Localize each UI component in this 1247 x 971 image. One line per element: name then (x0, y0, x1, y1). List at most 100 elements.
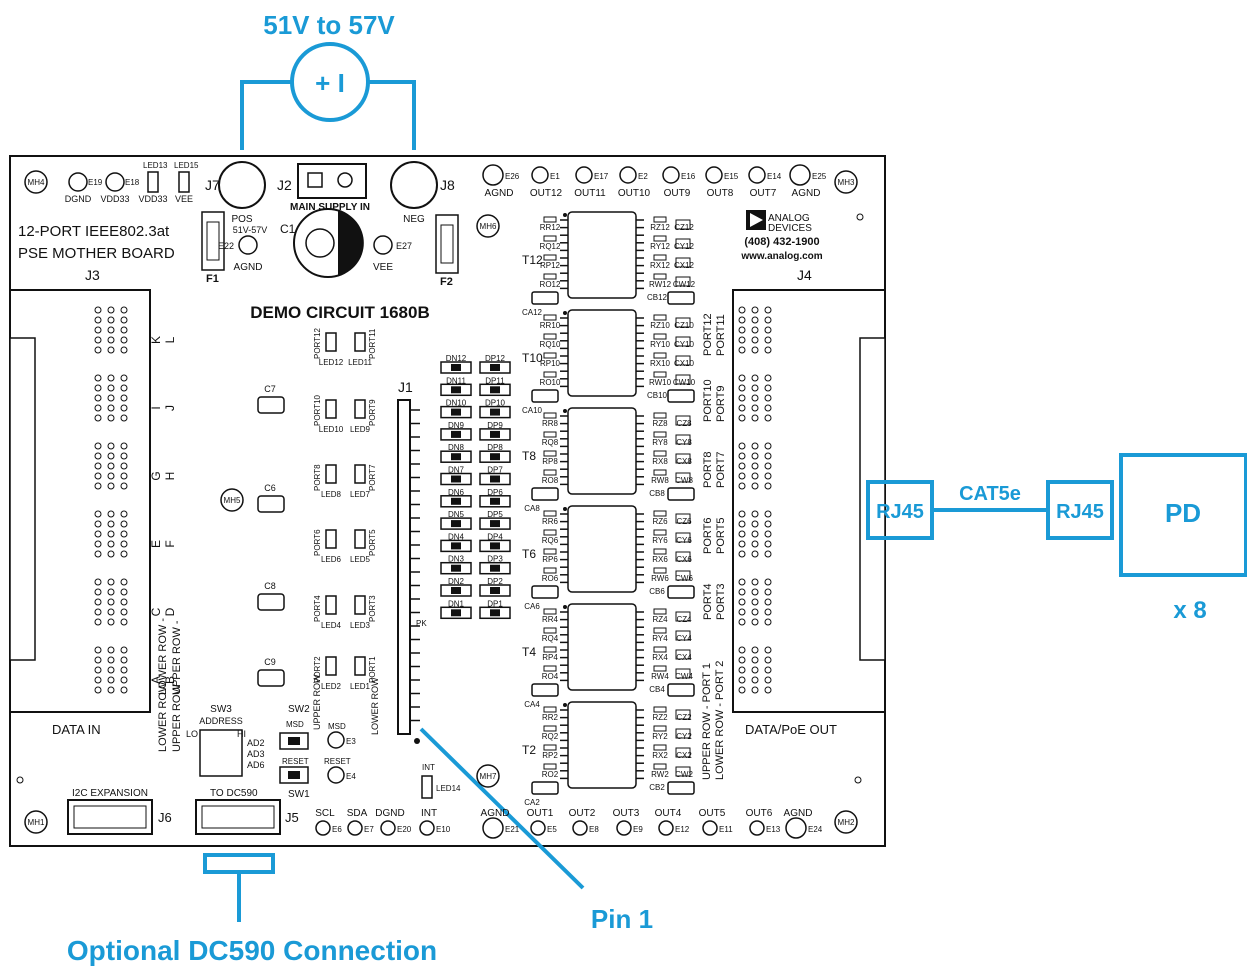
bottom-test-point[interactable] (702, 820, 718, 836)
port-led-name: PORT8 (313, 464, 322, 491)
port-led-name: PORT5 (368, 529, 377, 556)
top-output-test-point[interactable] (789, 164, 811, 186)
bottom-test-point[interactable] (419, 820, 435, 836)
j8-label: J8 (440, 177, 455, 193)
resistor-label: RZ12 (650, 223, 670, 232)
cap-cb-label: CB8 (649, 489, 665, 498)
top-point-id: E19 (88, 178, 103, 187)
top-output-test-point[interactable] (531, 166, 549, 184)
resistor-label: RQ2 (542, 732, 559, 741)
port-led-name: PORT11 (368, 328, 377, 359)
supply-wire-pos (240, 80, 292, 150)
diode-dn-label: DN6 (448, 488, 465, 497)
cap-small (675, 747, 691, 758)
top-output-test-point[interactable] (575, 166, 593, 184)
j4-pin (751, 578, 759, 586)
top-test-point[interactable] (68, 172, 88, 192)
diode-dp (479, 361, 511, 374)
e27-label: E27 (396, 241, 412, 251)
j4-pin (764, 618, 772, 626)
port-pair-label: PORT8 (702, 452, 714, 488)
j3-pin (120, 336, 128, 344)
transformer-label: T12 (522, 253, 543, 267)
cap-small-label: CZ10 (674, 321, 694, 330)
cap-small-label: CZ8 (676, 419, 692, 428)
hi-label: HI (237, 729, 246, 739)
j4-pin (738, 608, 746, 616)
adi-web: www.analog.com (740, 251, 822, 262)
j3-pin (107, 384, 115, 392)
mounting-hole-label-mh5: MH5 (224, 496, 241, 505)
j5-connector (195, 799, 281, 835)
j8-jack[interactable] (390, 161, 438, 209)
resistor-label: RW8 (651, 476, 669, 485)
resistor (653, 529, 667, 536)
bottom-test-point[interactable] (530, 820, 546, 836)
sw1-reset-button[interactable] (279, 766, 309, 784)
top-output-test-point[interactable] (619, 166, 637, 184)
j3-pin (120, 374, 128, 382)
resistor-label: RY6 (652, 536, 668, 545)
ad6-label: AD6 (247, 760, 265, 770)
j4-pin (738, 482, 746, 490)
j3-row-letter: H (163, 472, 177, 481)
pin1-dot (563, 605, 567, 609)
reset-label: RESET (324, 757, 351, 766)
j3-pin (120, 404, 128, 412)
top-test-point[interactable] (105, 172, 125, 192)
bottom-test-point[interactable] (749, 820, 765, 836)
cap-small (675, 276, 691, 287)
bottom-point-id: E11 (719, 825, 733, 834)
cat5e-label: CAT5e (959, 483, 1021, 505)
top-output-test-point[interactable] (705, 166, 723, 184)
j4-pin (751, 442, 759, 450)
capacitor (257, 396, 285, 414)
j3-pin (94, 510, 102, 518)
bottom-test-point[interactable] (482, 817, 504, 839)
diode-dp (479, 472, 511, 486)
j3-row-letter: L (163, 336, 177, 343)
sw3-switch[interactable] (199, 729, 243, 777)
bottom-test-point[interactable] (616, 820, 632, 836)
j3-pin (120, 676, 128, 684)
diode-dn-label: DN7 (448, 466, 465, 475)
e27-test-point[interactable] (373, 235, 393, 255)
main-supply-label: MAIN SUPPLY IN (290, 202, 370, 213)
e4-test-point[interactable] (327, 766, 345, 784)
sw2-msd-button[interactable] (279, 732, 309, 750)
top-output-id: E17 (594, 172, 609, 181)
diode-dn (440, 383, 472, 397)
resistor (653, 763, 667, 770)
cap-small-label: CZ12 (674, 223, 694, 232)
bottom-point-id: E21 (505, 825, 520, 834)
bottom-test-point[interactable] (658, 820, 674, 836)
diode-dn (440, 361, 472, 374)
port-led-id: LED1 (350, 682, 371, 691)
transformer-t10 (567, 309, 637, 397)
bottom-test-point[interactable] (380, 820, 396, 836)
top-output-name: AGND (792, 188, 821, 199)
j3-pin (107, 646, 115, 654)
resistor (543, 412, 557, 419)
bottom-test-point[interactable] (572, 820, 588, 836)
cap-small-label: CZ6 (676, 517, 692, 526)
j3-pin (94, 646, 102, 654)
bottom-test-point[interactable] (315, 820, 331, 836)
e22-test-point[interactable] (238, 235, 258, 255)
top-output-test-point[interactable] (482, 164, 504, 186)
bottom-test-point[interactable] (347, 820, 363, 836)
j3-pin (94, 316, 102, 324)
rj45-left-label: RJ45 (876, 501, 924, 523)
j3-pin (107, 452, 115, 460)
j4-connector (732, 289, 885, 713)
top-output-test-point[interactable] (748, 166, 766, 184)
top-output-test-point[interactable] (662, 166, 680, 184)
j4-pin (751, 686, 759, 694)
diode-mark (451, 564, 461, 572)
cap-cb (667, 683, 695, 697)
e3-test-point[interactable] (327, 731, 345, 749)
j7-jack[interactable] (218, 161, 266, 209)
j4-pin (751, 666, 759, 674)
mounting-hole-mh3 (834, 170, 858, 194)
bottom-test-point[interactable] (785, 817, 807, 839)
